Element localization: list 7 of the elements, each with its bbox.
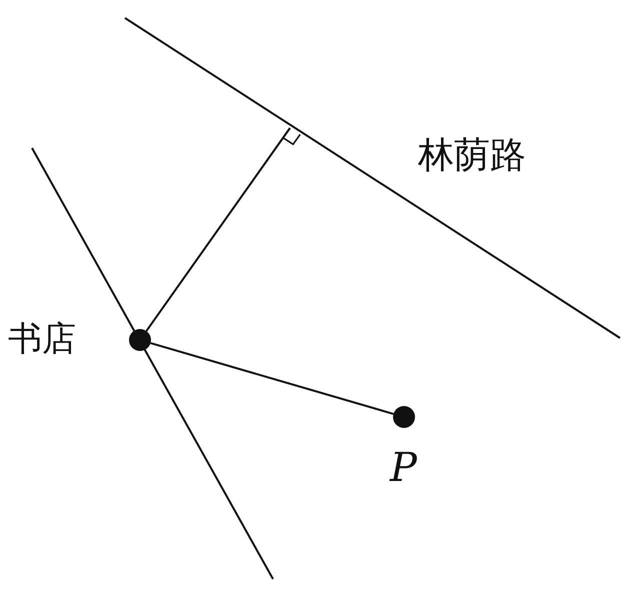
place-label: 书店 xyxy=(8,322,76,356)
location-dot xyxy=(129,329,151,351)
point-label: P xyxy=(390,448,417,488)
road-label: 林荫路 xyxy=(418,138,526,174)
location-dot xyxy=(393,406,415,428)
connecting-line xyxy=(150,342,394,415)
connecting-line xyxy=(146,127,291,332)
